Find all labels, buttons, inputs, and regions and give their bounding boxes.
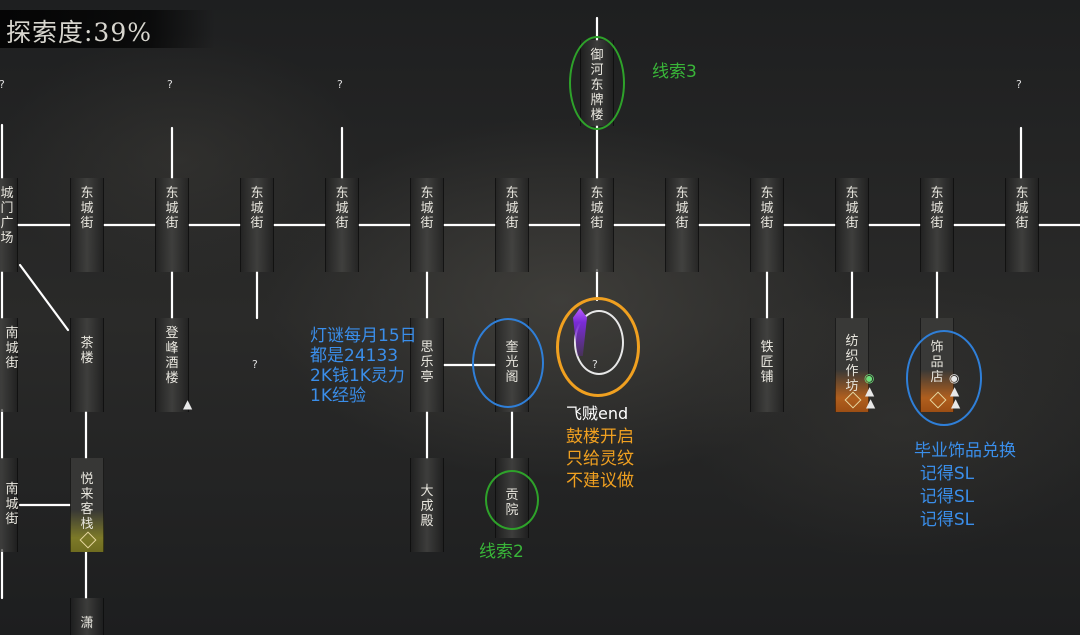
- location-dongcheng-street[interactable]: 东城街: [70, 178, 104, 272]
- location-textile-workshop[interactable]: 纺织作坊: [835, 318, 869, 412]
- location-label: 悦来客栈: [80, 472, 94, 532]
- unknown-location-marker[interactable]: ?: [0, 78, 5, 91]
- npc-hat-icon[interactable]: ▲: [183, 397, 193, 411]
- unknown-location-marker[interactable]: ?: [337, 78, 343, 91]
- npc-figure-icon[interactable]: ▲: [951, 396, 961, 410]
- unknown-location-marker[interactable]: ?: [1016, 78, 1022, 91]
- npc-figure-icon[interactable]: ▲: [950, 384, 960, 398]
- location-label: 东城街: [760, 186, 774, 231]
- location-label: 城门广场: [0, 186, 14, 246]
- location-bottom-cutoff[interactable]: 潇: [70, 598, 104, 635]
- location-label: 铁匠铺: [760, 340, 774, 385]
- location-label: 南城街: [5, 482, 19, 527]
- location-dacheng-hall[interactable]: 大成殿: [410, 458, 444, 552]
- location-label: 东城街: [1015, 186, 1029, 231]
- location-dongcheng-street[interactable]: 东城街: [325, 178, 359, 272]
- inn-emblem-icon: [79, 531, 97, 549]
- location-label: 东城街: [80, 186, 94, 231]
- location-cheng-gate[interactable]: 城门广场: [0, 178, 18, 272]
- gulou-line: 不建议做: [566, 471, 634, 491]
- location-label: 东城街: [250, 186, 264, 231]
- npc-figure-icon[interactable]: ▲: [865, 384, 875, 398]
- riddle-line: 1K经验: [310, 386, 366, 406]
- location-dongcheng-street[interactable]: 东城街: [750, 178, 784, 272]
- location-dongcheng-street[interactable]: 东城街: [155, 178, 189, 272]
- npc-green-icon[interactable]: ◉: [864, 371, 875, 385]
- location-dongcheng-street[interactable]: 东城街: [410, 178, 444, 272]
- location-label: 登峰酒楼: [165, 326, 179, 386]
- accessory-shop-ring: [906, 330, 982, 426]
- exploration-banner: [0, 10, 215, 48]
- gulou-note: 鼓楼开启 只给灵纹 不建议做: [566, 426, 634, 492]
- location-label: 东城街: [165, 186, 179, 231]
- npc-eye-icon[interactable]: ◉: [949, 371, 960, 385]
- gulou-line: 鼓楼开启: [566, 427, 634, 447]
- accessory-line: 记得SL: [919, 510, 975, 530]
- location-dongcheng-street[interactable]: 东城街: [920, 178, 954, 272]
- clue2-label: 线索2: [479, 542, 524, 562]
- location-dongcheng-street[interactable]: 东城街: [1005, 178, 1039, 272]
- location-teahouse[interactable]: 茶楼: [70, 318, 104, 412]
- location-nancheng-street[interactable]: 南城街: [0, 458, 19, 552]
- location-label: 潇: [80, 616, 94, 631]
- location-label: 纺织作坊: [845, 334, 859, 394]
- location-yuelai-inn[interactable]: 悦来客栈: [70, 458, 104, 552]
- location-label: 东城街: [420, 186, 434, 231]
- location-blacksmith[interactable]: 铁匠铺: [750, 318, 784, 412]
- clue3-ring: [569, 36, 625, 130]
- exploration-percentage: 探索度:39%: [6, 18, 152, 47]
- location-dongcheng-street[interactable]: 东城街: [665, 178, 699, 272]
- npc-figure-icon[interactable]: ▲: [866, 396, 876, 410]
- location-label: 茶楼: [80, 336, 94, 366]
- gulou-ring: [556, 297, 640, 397]
- location-dongcheng-street[interactable]: 东城街: [835, 178, 869, 272]
- location-label: 东城街: [845, 186, 859, 231]
- feizei-note: 飞贼end: [566, 404, 629, 423]
- accessory-line: 记得SL: [919, 464, 975, 484]
- location-label: 东城街: [335, 186, 349, 231]
- location-sile-pavilion[interactable]: 思乐亭: [410, 318, 444, 412]
- unknown-location-marker[interactable]: ?: [167, 78, 173, 91]
- location-label: 大成殿: [420, 484, 434, 529]
- shop-emblem-icon: [844, 391, 862, 409]
- location-label: 思乐亭: [420, 340, 434, 385]
- location-label: 东城街: [505, 186, 519, 231]
- accessory-note: 毕业饰品兑换 记得SL 记得SL 记得SL: [900, 440, 1030, 532]
- location-nancheng-street[interactable]: 南城街: [0, 318, 19, 412]
- riddle-note: 灯谜每月15日 都是24133 2K钱1K灵力 1K经验: [310, 326, 417, 406]
- unknown-location-marker[interactable]: ?: [252, 358, 258, 371]
- location-dongcheng-street[interactable]: 东城街: [495, 178, 529, 272]
- riddle-line: 都是24133: [310, 346, 399, 366]
- clue3-label: 线索3: [652, 62, 697, 82]
- location-dongcheng-street[interactable]: 东城街: [580, 178, 614, 272]
- location-dongcheng-street[interactable]: 东城街: [240, 178, 274, 272]
- accessory-line: 毕业饰品兑换: [914, 441, 1016, 461]
- location-label: 东城街: [590, 186, 604, 231]
- location-label: 东城街: [675, 186, 689, 231]
- riddle-line: 灯谜每月15日: [310, 326, 417, 346]
- location-label: 东城街: [930, 186, 944, 231]
- location-label: 南城街: [5, 326, 19, 371]
- clue2-ring: [485, 470, 539, 530]
- riddle-line: 2K钱1K灵力: [310, 366, 405, 386]
- accessory-line: 记得SL: [919, 487, 975, 507]
- riddle-ring: [472, 318, 544, 408]
- gulou-line: 只给灵纹: [566, 449, 634, 469]
- location-dengfeng-restaurant[interactable]: 登峰酒楼: [155, 318, 189, 412]
